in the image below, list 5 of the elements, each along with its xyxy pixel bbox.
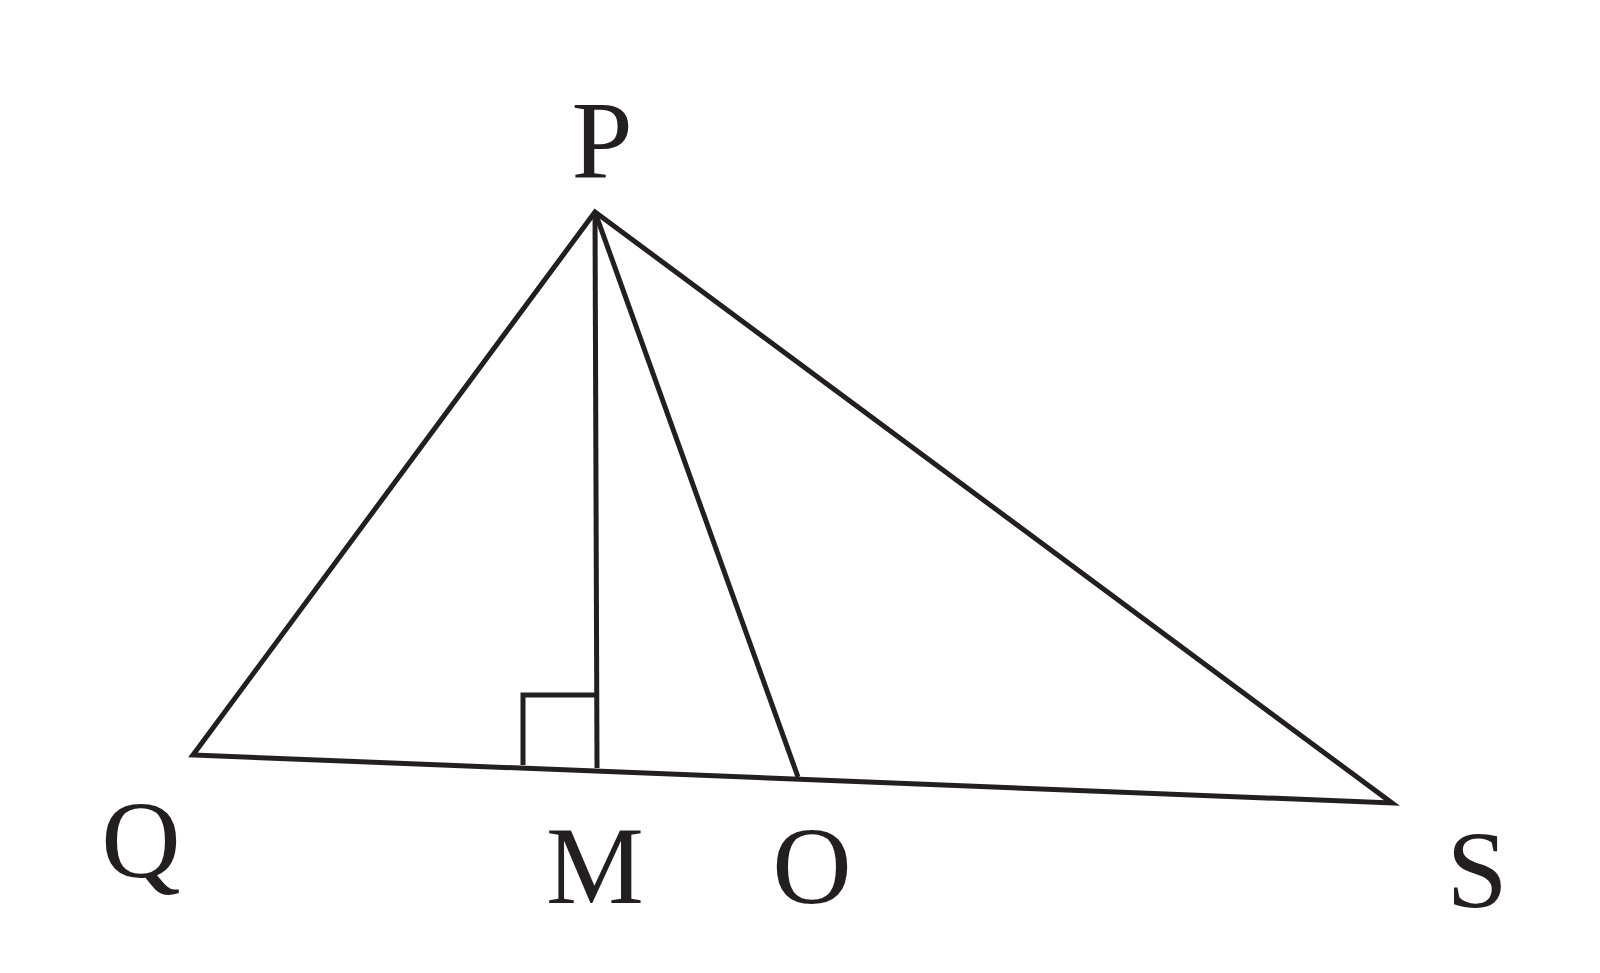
point-label: P	[571, 85, 633, 195]
point-label: O	[772, 811, 852, 921]
point-label: Q	[101, 785, 181, 895]
point-label: M	[546, 811, 644, 921]
point-label: S	[1446, 815, 1508, 925]
